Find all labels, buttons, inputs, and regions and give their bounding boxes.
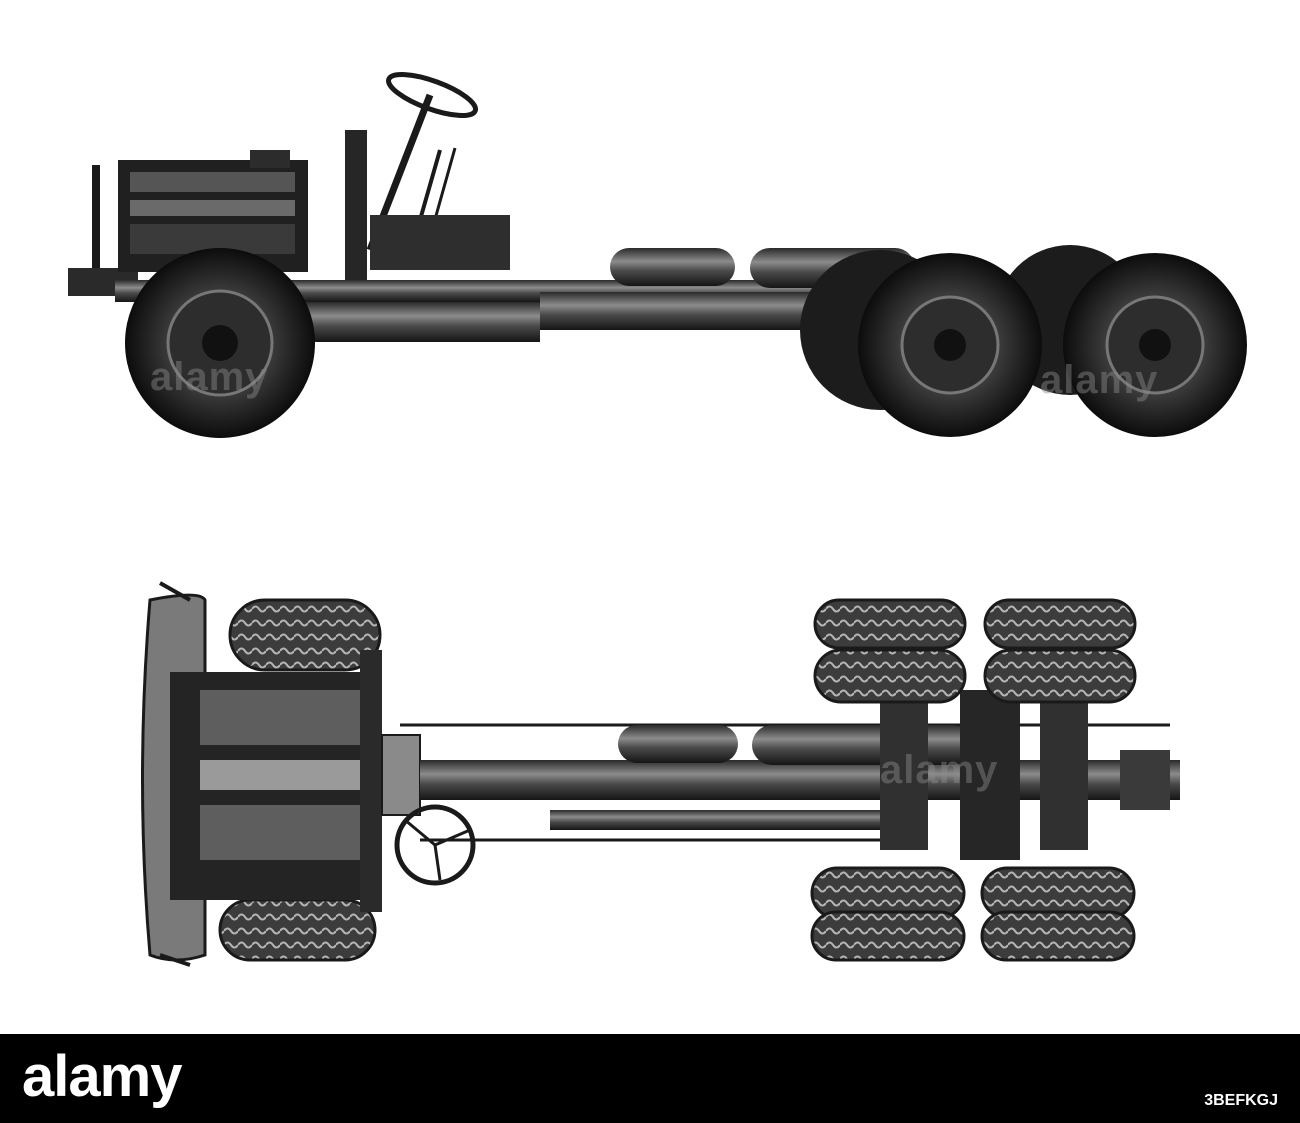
photo-area: alamy alamy alamy	[68, 71, 1247, 967]
footer-bar: alamy 3BEFKGJ	[0, 1034, 1300, 1123]
side-view-chassis	[68, 71, 1247, 438]
image-reference-id: 3BEFKGJ	[1204, 1092, 1278, 1109]
chassis-illustration	[68, 71, 1247, 967]
top-view-chassis	[141, 581, 1180, 967]
alamy-logo: alamy	[22, 1044, 182, 1109]
